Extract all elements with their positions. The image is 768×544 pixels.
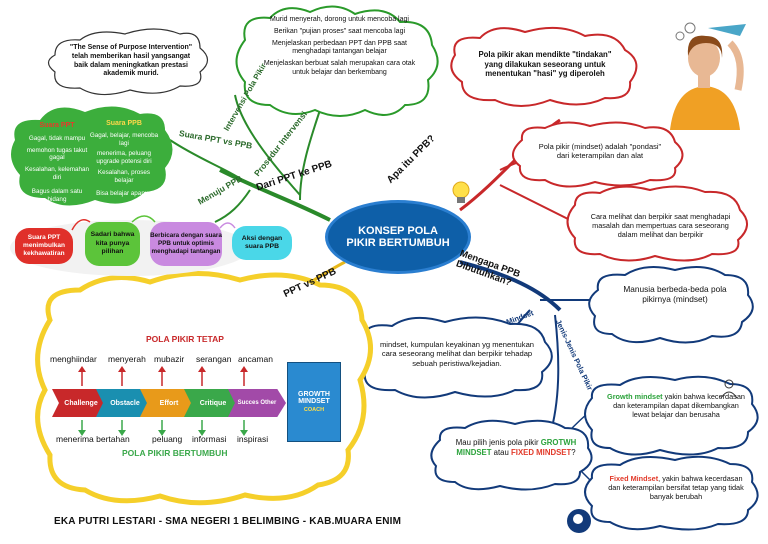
bertumbuh-word: menerima bertahan: [56, 434, 130, 444]
prosedur-item: Berikan "pujian proses" saat mencoba lag…: [273, 27, 406, 35]
pola-pikir-tetap-title: POLA PIKIR TETAP: [146, 334, 224, 344]
step-3: Berbicara dengan suara PPB untuk optimis…: [150, 222, 222, 266]
footer-credit: EKA PUTRI LESTARI - SMA NEGERI 1 BELIMBI…: [54, 516, 402, 527]
suara-ppt-item: Gagal, tidak mampu: [28, 134, 86, 142]
growth-mindset-text: Growth mindset yakin bahwa kecerdasan da…: [607, 392, 745, 420]
bertumbuh-word: informasi: [192, 434, 227, 444]
apa-itu-item-2: Pola pikir (mindset) adalah "pondasi" da…: [538, 142, 662, 161]
suara-ppt-item: Kesalahan, kelemahan diri: [24, 166, 90, 182]
suara-ppb-title: Suara PPB: [106, 120, 142, 127]
step-4: Aksi dengan suara PPB: [232, 226, 292, 260]
tetap-word: mubazir: [154, 354, 185, 364]
suara-ppt-item: memohon tugas takut gagal: [26, 146, 88, 162]
suara-ppb-item: Kesalahan, proses belajar: [97, 169, 151, 185]
bertumbuh-word: inspirasi: [237, 434, 269, 444]
brain-head-icon: [567, 509, 591, 533]
apa-itu-item-3: Cara melihat dan berpikir saat menghadap…: [590, 212, 731, 240]
bertumbuh-word: peluang: [152, 434, 183, 444]
center-label: KONSEP POLA PIKIR BERTUMBUH: [346, 225, 450, 249]
suara-ppt-item: Bagus dalam satu bidang: [31, 188, 83, 203]
step-2: Sadari bahwa kita punya pilihan: [85, 222, 140, 266]
lightbulb-icon: [452, 181, 470, 203]
center-concept: KONSEP POLA PIKIR BERTUMBUH: [328, 203, 468, 271]
tetap-word: ancaman: [238, 354, 273, 364]
suara-ppb-column: Suara PPB Gagal, belajar, mencoba lagi m…: [88, 120, 160, 198]
apa-itu-item-1: Pola pikir akan mendikte "tindakan" yang…: [478, 50, 612, 79]
pola-pikir-bertumbuh-title: POLA PIKIR BERTUMBUH: [122, 448, 228, 458]
prosedur-item: Menjelaskan perbedaan PPT dan PPB saat m…: [272, 39, 407, 56]
choose-mindset-question: Mau pilih jenis pola pikir GROTWH MINDSE…: [455, 438, 577, 457]
suara-ppt-title: Suara PPT: [39, 122, 75, 129]
step-arrows: [71, 215, 236, 231]
suara-ppb-item: Gagal, belajar, mencoba lagi: [89, 131, 159, 147]
prosedur-list: Murid menyerah, dorong untuk mencoba lag…: [262, 16, 417, 78]
growth-mindset-book: GROWTH MINDSET COACH: [287, 362, 341, 442]
suara-ppb-item: Bisa belajar apapun: [96, 189, 152, 197]
fixed-mindset-text: Fixed Mindset, yakin bahwa kecerdasan da…: [608, 474, 744, 502]
prosedur-item: Menjelaskan berbuat salah merupakan cara…: [263, 60, 416, 76]
step-1: Suara PPT menimbulkan kekhawatiran: [15, 228, 73, 264]
suara-ppb-item: menerima, peluang upgrade potensi diri: [96, 150, 152, 166]
tetap-word: menyerah: [108, 354, 146, 364]
woman-watering-illustration: [670, 22, 746, 130]
chevron-arrows: [78, 366, 248, 436]
manusia-text: Manusia berbeda-beda pola pikirnya (mind…: [623, 284, 727, 305]
chevron-succes-other: Succes Other: [228, 389, 286, 417]
tetap-word: menghiindar: [50, 354, 97, 364]
suara-ppt-column: Suara PPT Gagal, tidak mampu memohon tug…: [22, 122, 92, 204]
tetap-word: serangan: [196, 354, 232, 364]
mindset-definition: mindset, kumpulan keyakinan yg menentuka…: [379, 340, 535, 368]
quote-text: "The Sense of Purpose Intervention" tela…: [69, 44, 193, 78]
prosedur-item: Murid menyerah, dorong untuk mencoba lag…: [270, 16, 409, 23]
person-icon: [720, 379, 738, 399]
